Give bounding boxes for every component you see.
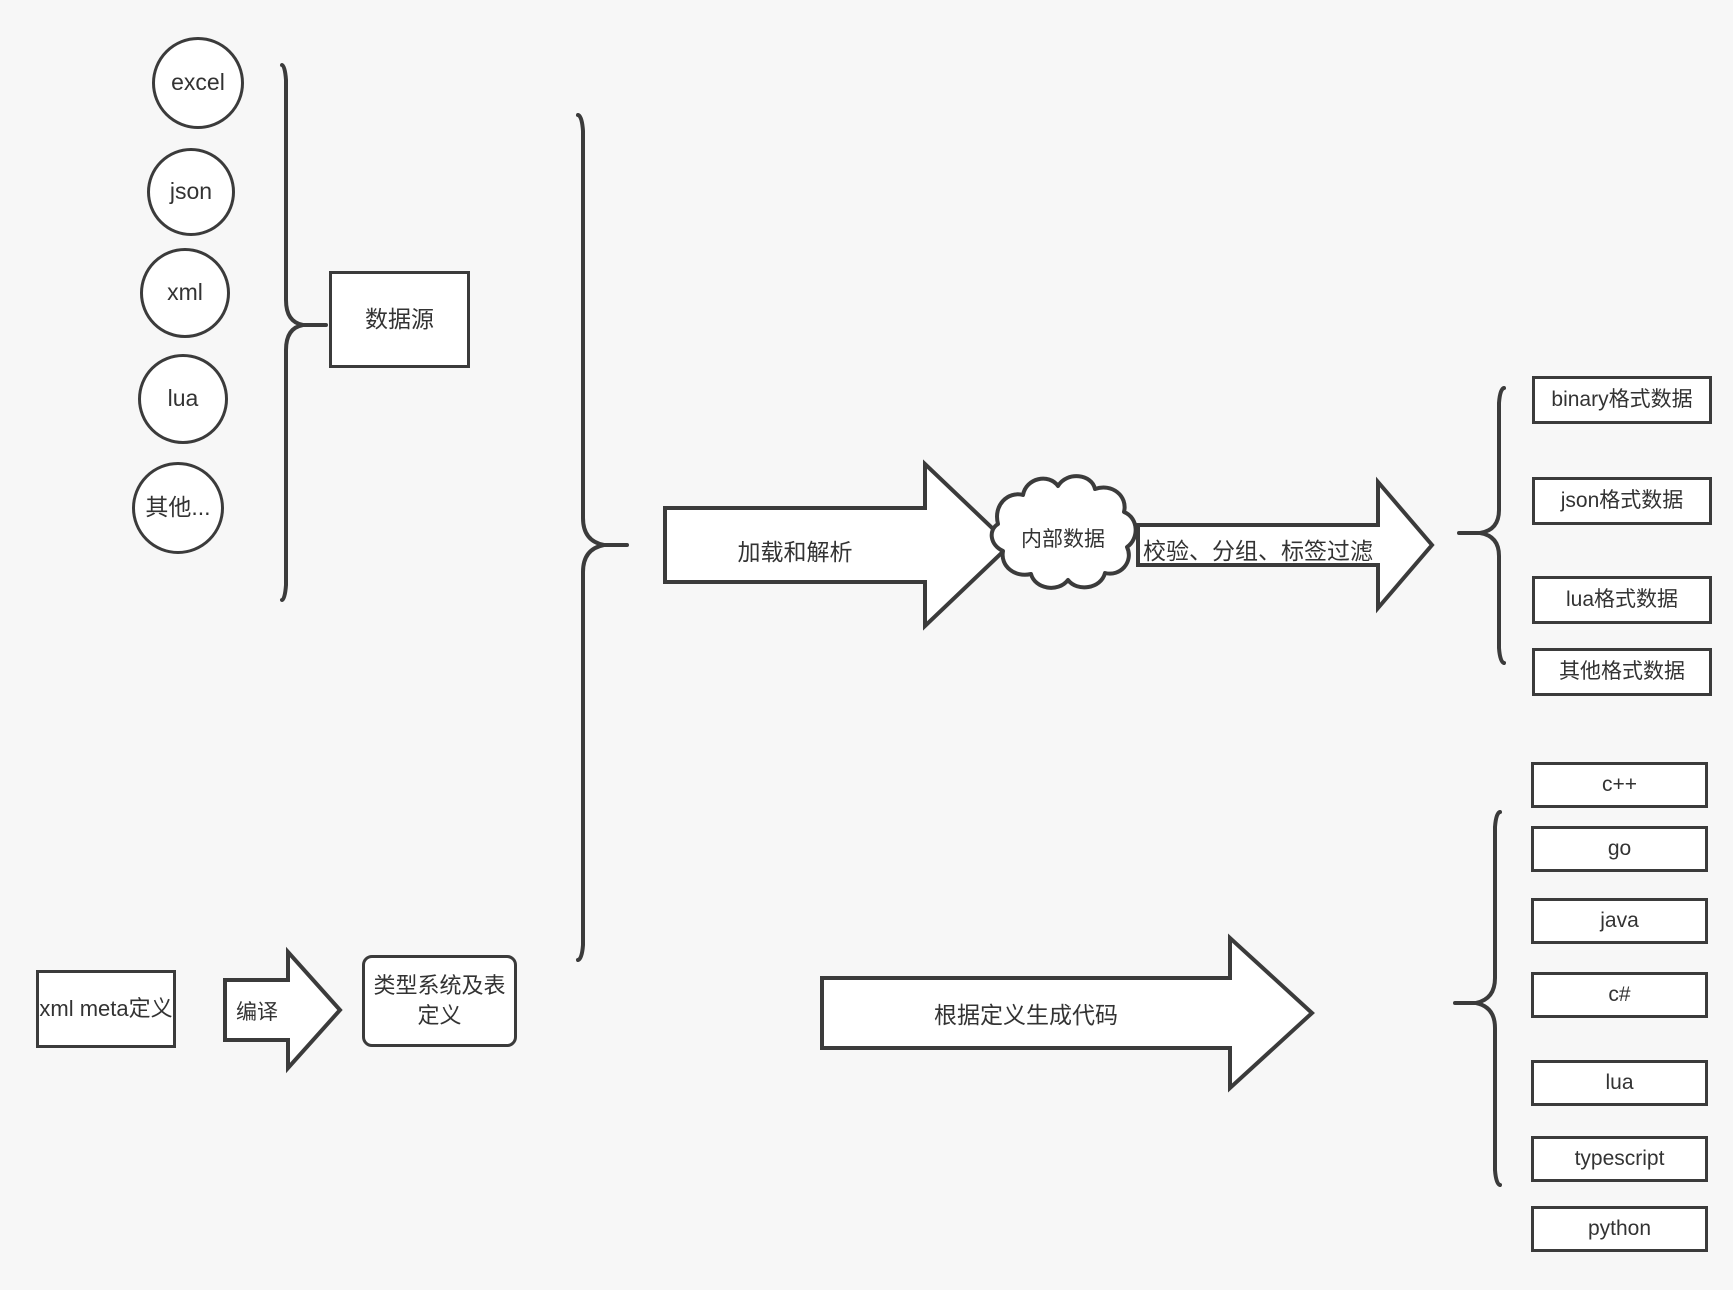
output-language-go[interactable]: go bbox=[1531, 826, 1708, 872]
data-source-lua-label: lua bbox=[167, 385, 199, 412]
output-language-java[interactable]: java bbox=[1531, 898, 1708, 944]
output-format-lua-label: lua格式数据 bbox=[1565, 587, 1679, 611]
output-language-lua-label: lua bbox=[1605, 1070, 1634, 1094]
output-language-python[interactable]: python bbox=[1531, 1206, 1708, 1252]
brace-output-formats bbox=[1457, 386, 1506, 665]
data-source-excel[interactable]: excel bbox=[152, 37, 244, 129]
brace-data-sources bbox=[280, 63, 328, 602]
output-format-json[interactable]: json格式数据 bbox=[1532, 477, 1712, 525]
data-source-other-label: 其他... bbox=[145, 494, 211, 521]
data-source-xml[interactable]: xml bbox=[140, 248, 230, 338]
data-source-excel-label: excel bbox=[171, 69, 225, 96]
arrow-generate-code-label: 根据定义生成代码 bbox=[934, 1002, 1118, 1028]
data-source-json[interactable]: json bbox=[147, 148, 235, 236]
output-format-binary[interactable]: binary格式数据 bbox=[1532, 376, 1712, 424]
output-format-lua[interactable]: lua格式数据 bbox=[1532, 576, 1712, 624]
data-source-xml-label: xml bbox=[167, 279, 203, 306]
data-source-group-box[interactable]: 数据源 bbox=[329, 271, 470, 368]
output-language-go-label: go bbox=[1607, 836, 1632, 860]
data-source-json-label: json bbox=[169, 178, 213, 205]
data-source-group-label: 数据源 bbox=[365, 305, 434, 332]
type-system-label-line1: 类型系统及表 bbox=[373, 973, 506, 999]
xml-meta-definition-box[interactable]: xml meta定义 bbox=[36, 970, 176, 1048]
arrow-validate-group-filter-label: 校验、分组、标签过滤 bbox=[1143, 538, 1373, 564]
output-language-cpp[interactable]: c++ bbox=[1531, 762, 1708, 808]
cloud-internal-data-label: 内部数据 bbox=[1021, 528, 1105, 551]
output-format-json-label: json格式数据 bbox=[1560, 488, 1684, 512]
output-language-typescript[interactable]: typescript bbox=[1531, 1136, 1708, 1182]
data-source-other[interactable]: 其他... bbox=[132, 462, 224, 554]
output-language-typescript-label: typescript bbox=[1574, 1146, 1665, 1170]
output-language-cpp-label: c++ bbox=[1601, 772, 1638, 796]
xml-meta-definition-label: xml meta定义 bbox=[39, 996, 173, 1022]
output-format-other-label: 其他格式数据 bbox=[1559, 659, 1685, 683]
output-language-java-label: java bbox=[1600, 908, 1639, 932]
data-source-lua[interactable]: lua bbox=[138, 354, 228, 444]
arrow-compile-label: 编译 bbox=[236, 1001, 278, 1024]
type-system-label-line2: 定义 bbox=[417, 1003, 462, 1028]
output-language-csharp-label: c# bbox=[1608, 982, 1631, 1006]
type-system-box[interactable]: 类型系统及表 定义 bbox=[362, 955, 517, 1047]
arrow-load-parse-label: 加载和解析 bbox=[737, 539, 853, 565]
brace-pipeline-input bbox=[576, 113, 629, 962]
output-format-binary-label: binary格式数据 bbox=[1551, 387, 1693, 411]
output-language-lua[interactable]: lua bbox=[1531, 1060, 1708, 1106]
brace-output-languages bbox=[1453, 810, 1502, 1187]
output-format-other[interactable]: 其他格式数据 bbox=[1532, 648, 1712, 696]
output-language-python-label: python bbox=[1587, 1216, 1652, 1240]
output-language-csharp[interactable]: c# bbox=[1531, 972, 1708, 1018]
